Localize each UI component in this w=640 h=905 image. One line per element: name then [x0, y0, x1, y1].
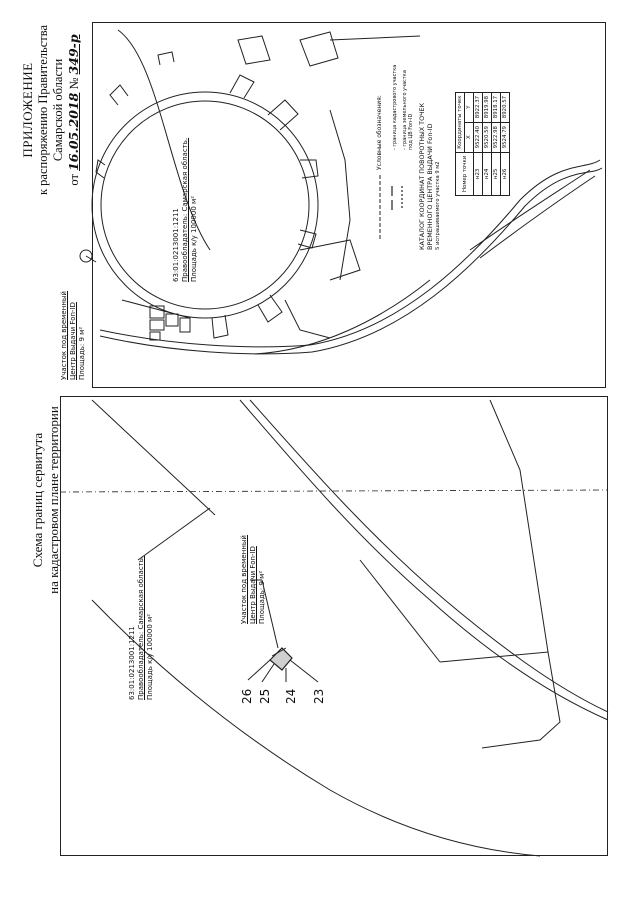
scheme-title-line2: на кадастровом плане территории: [46, 406, 61, 594]
detail-site-label-line1: Участок под временный: [240, 535, 248, 624]
point-label: 24: [284, 688, 298, 704]
detail-site-label: Участок под временный Центр Выдачи Fon-I…: [240, 535, 267, 624]
detail-parcel-cadastral: 63:01:0213001:1211: [128, 626, 136, 700]
scheme-title: Схема границ сервитута на кадастровом пл…: [30, 380, 62, 620]
detail-parcel-area: Площадь к/у 100000 м²: [146, 613, 154, 700]
point-label: 25: [258, 688, 272, 704]
point-label: 26: [240, 688, 254, 704]
detail-map-frame: [60, 396, 608, 856]
detail-parcel-label: 63:01:0213001:1211 Правообладатель: Сама…: [128, 556, 155, 700]
detail-site-label-line3: Площадь: 9 м²: [258, 570, 266, 624]
detail-parcel-owner: Правообладатель: Самарская область.: [137, 555, 145, 700]
scheme-title-line1: Схема границ сервитута: [30, 432, 45, 568]
point-label: 23: [312, 688, 326, 704]
detail-site-label-line2: Центр Выдачи Fon-ID: [249, 546, 257, 624]
